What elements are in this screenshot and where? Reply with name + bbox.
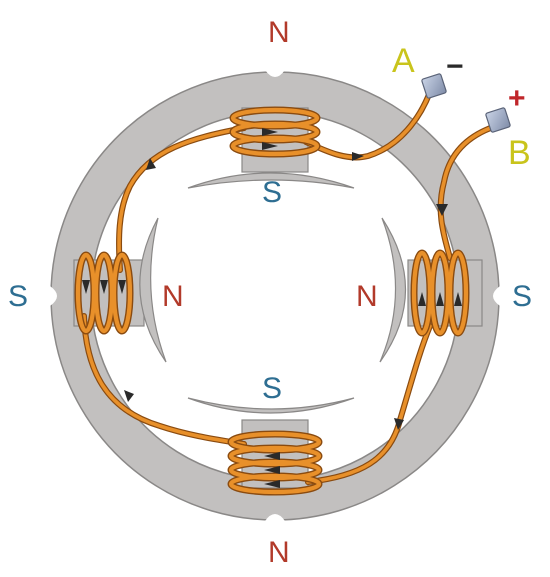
notch-top: [265, 70, 285, 77]
label-terminal-a: A: [392, 42, 415, 80]
arrow-icon: [262, 142, 278, 150]
field-coils: [74, 106, 470, 496]
notch-right: [493, 286, 500, 306]
label-plus-sign: +: [508, 82, 526, 115]
arrow-icon: [264, 466, 280, 474]
label-south-left: S: [8, 280, 28, 313]
arrow-icon: [264, 480, 280, 488]
arrow-icon: [436, 292, 444, 306]
notch-bottom: [265, 514, 285, 521]
current-arrows: [82, 128, 462, 488]
terminals: [421, 73, 511, 133]
arrow-icon: [118, 280, 126, 294]
arrow-icon: [262, 128, 278, 136]
label-south-inner-top: S: [262, 176, 282, 209]
pole-shoe-top: [187, 172, 355, 189]
arrow-icon: [418, 292, 426, 306]
label-terminal-b: B: [508, 134, 531, 172]
pole-shoe-left: [139, 217, 167, 363]
arrow-icon: [124, 390, 134, 402]
coil-bottom: [227, 430, 323, 496]
coil-right: [410, 249, 470, 337]
terminal-a-cube: [421, 73, 447, 99]
terminal-b-cube: [485, 107, 511, 133]
arrow-icon: [146, 158, 156, 170]
arrow-icon: [352, 152, 364, 161]
winding-wire: [81, 89, 499, 485]
notch-left: [50, 286, 57, 306]
coil-left: [74, 251, 134, 335]
coil-top: [229, 106, 321, 158]
arrow-icon: [436, 204, 448, 216]
label-north-top: N: [268, 16, 290, 49]
arrow-icon: [100, 280, 108, 294]
pole-shoes: [139, 172, 407, 414]
arrow-icon: [264, 452, 280, 460]
yoke-notches: [50, 70, 500, 521]
label-south-inner-bottom: S: [262, 372, 282, 405]
pole-shoe-right: [379, 217, 407, 363]
arrow-icon: [394, 418, 404, 430]
arrow-icon: [454, 292, 462, 306]
label-north-bottom: N: [268, 536, 290, 569]
label-north-inner-left: N: [162, 280, 184, 313]
pole-shoe-bottom: [187, 397, 355, 414]
label-south-right: S: [512, 280, 532, 313]
arrow-icon: [82, 280, 90, 294]
label-north-inner-right: N: [356, 280, 378, 313]
label-minus-sign: −: [446, 50, 464, 83]
